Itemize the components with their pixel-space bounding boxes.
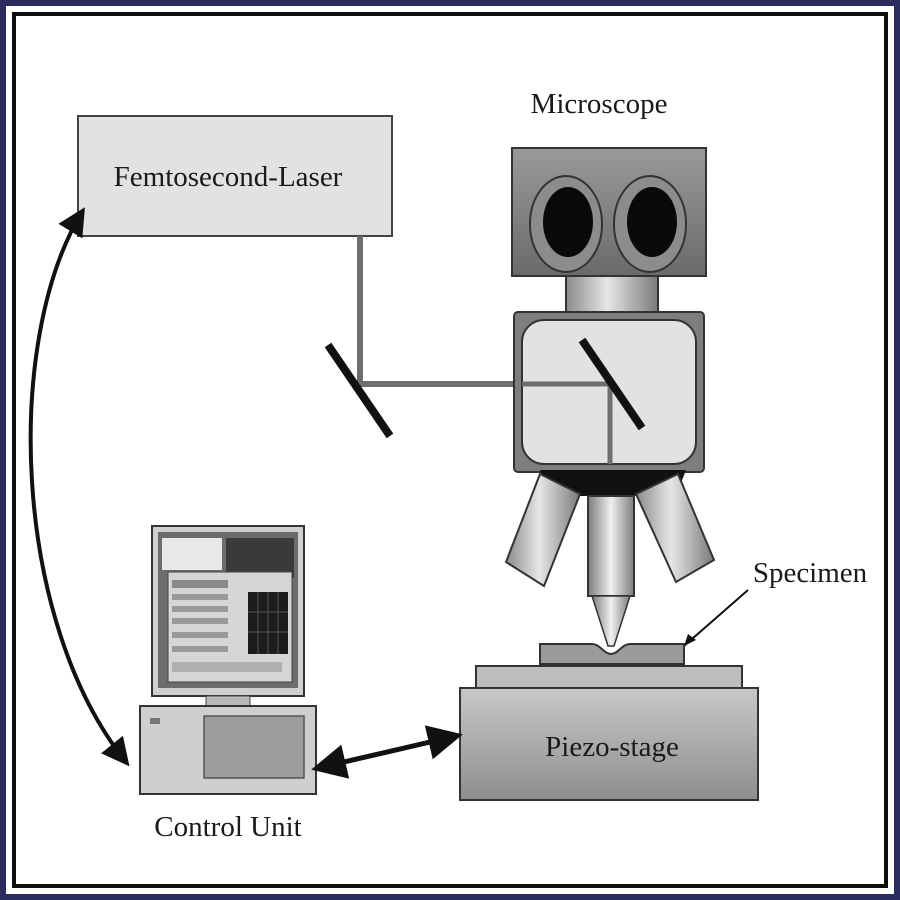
specimen [539, 643, 685, 665]
laser-label: Femtosecond-Laser [114, 161, 343, 193]
eyepiece-left [529, 175, 603, 273]
control-unit [139, 525, 317, 795]
specimen-label: Specimen [753, 557, 868, 589]
objective-left [504, 472, 582, 588]
piezo-stage [459, 665, 759, 801]
stage-label: Piezo-stage [545, 731, 679, 763]
steering-mirror [324, 342, 394, 439]
control-stage-arrow [311, 725, 463, 779]
laser-box [77, 115, 393, 237]
laser-control-arrow [28, 207, 130, 767]
eyepiece-right [613, 175, 687, 273]
microscope [504, 147, 716, 647]
specimen-pointer [683, 589, 749, 647]
dichroic-mirror [578, 337, 646, 431]
control-label: Control Unit [154, 811, 301, 843]
objective-right [634, 472, 716, 584]
objective-center [587, 495, 635, 597]
microscope-label: Microscope [531, 88, 668, 120]
